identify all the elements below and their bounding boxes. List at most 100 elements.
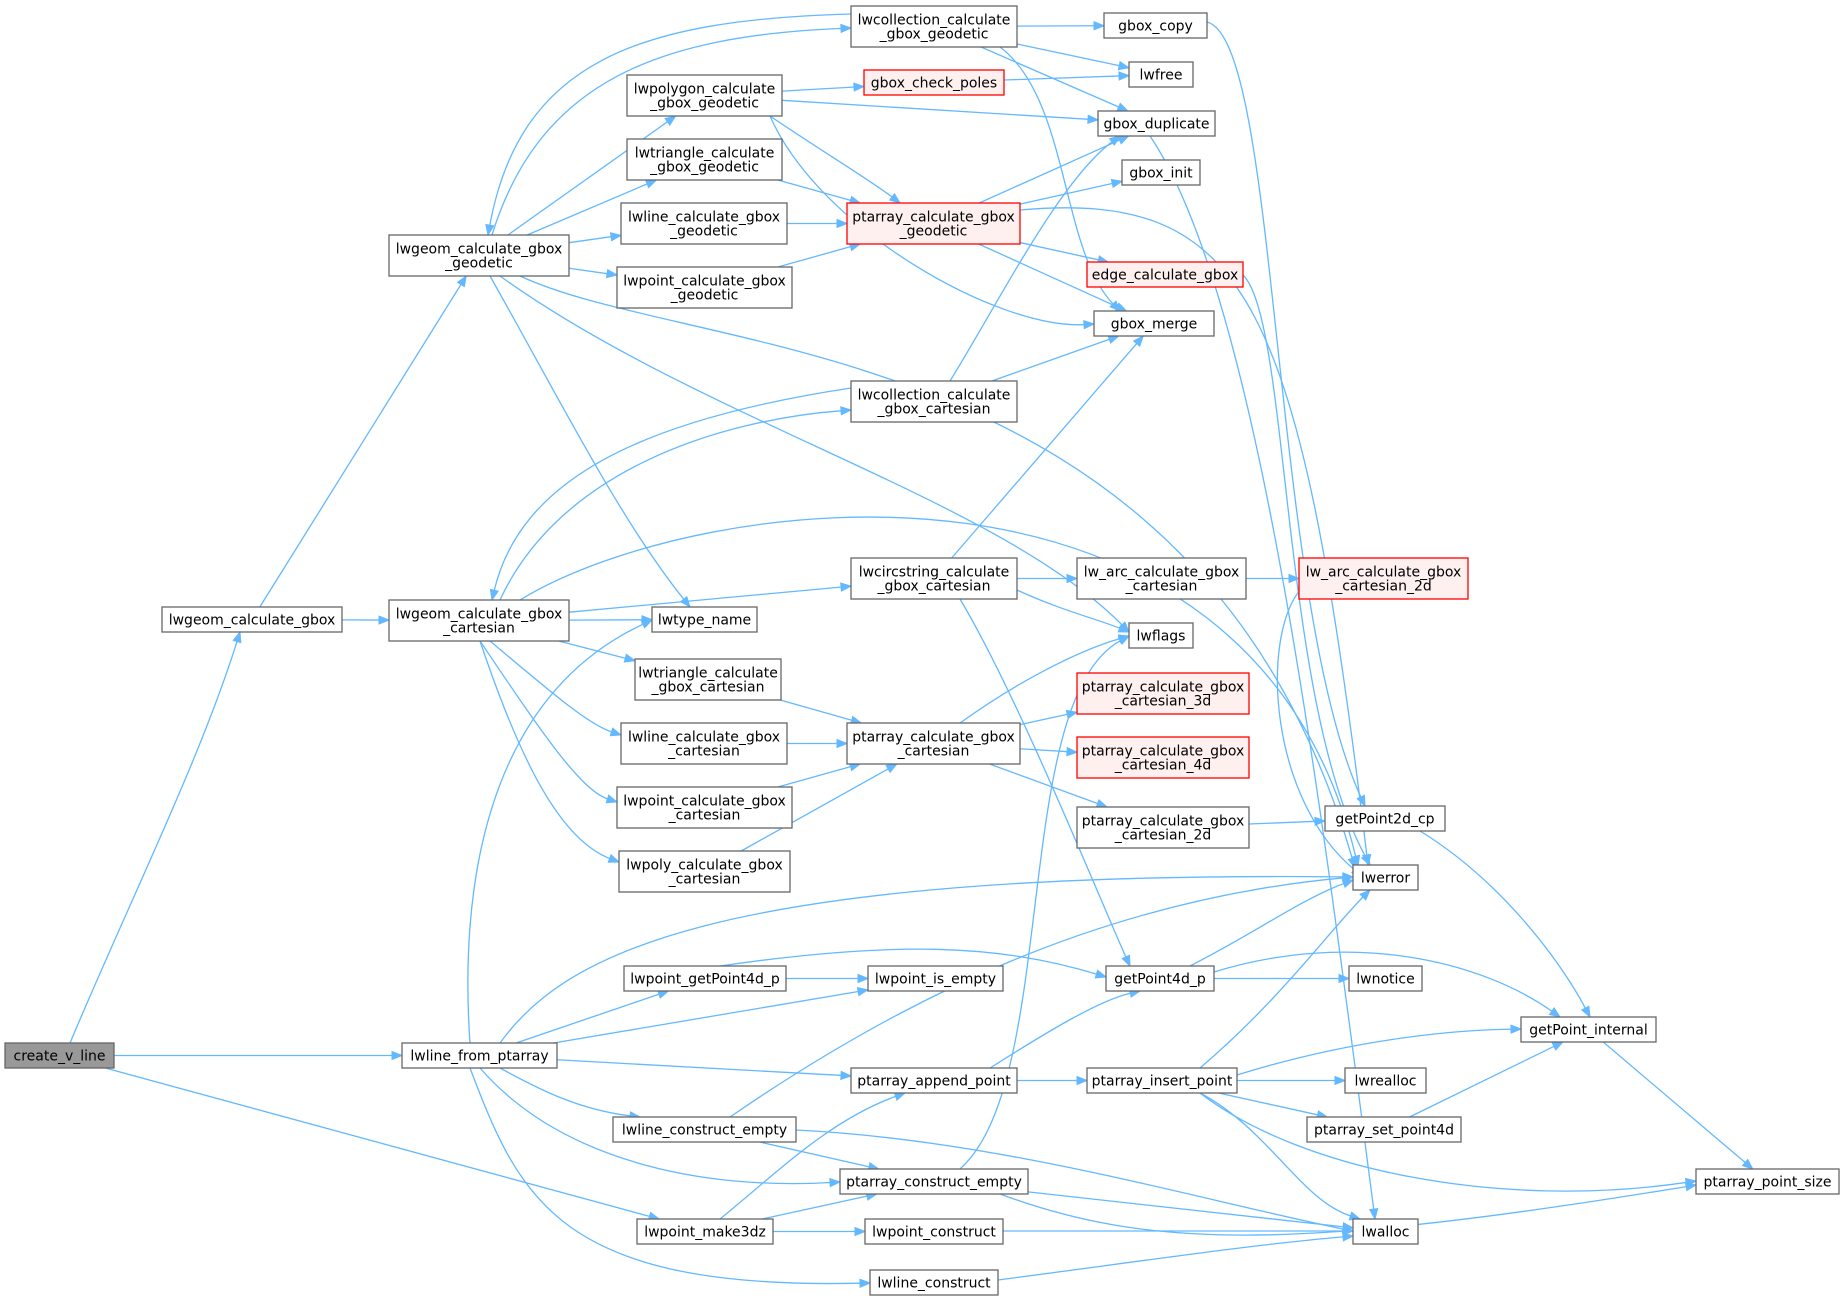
node-box: [161, 606, 343, 633]
node-lw_arc_calculate_gbox_cartesian_2d[interactable]: lw_arc_calculate_gbox_cartesian_2d: [1298, 557, 1469, 600]
node-lwgeom_calculate_gbox[interactable]: lwgeom_calculate_gbox: [161, 606, 343, 633]
node-ptarray_calculate_gbox_geodetic[interactable]: ptarray_calculate_gbox_geodetic: [846, 202, 1021, 245]
node-box: [1121, 159, 1201, 186]
node-lwcollection_calculate_gbox_geodetic[interactable]: lwcollection_calculate_gbox_geodetic: [850, 5, 1018, 48]
node-label: _gbox_cartesian: [877, 402, 991, 418]
node-label: lwpoint_calculate_gbox: [623, 274, 786, 290]
node-box: [634, 658, 782, 701]
node-getPoint4d_p[interactable]: getPoint4d_p: [1105, 965, 1215, 992]
node-box: [388, 599, 570, 642]
node-lwgeom_calculate_gbox_cartesian[interactable]: lwgeom_calculate_gbox_cartesian: [388, 599, 570, 642]
node-ptarray_set_point4d[interactable]: ptarray_set_point4d: [1306, 1116, 1462, 1143]
node-label: ptarray_set_point4d: [1314, 1123, 1454, 1139]
node-ptarray_point_size[interactable]: ptarray_point_size: [1695, 1168, 1840, 1195]
node-box: [1076, 557, 1247, 600]
node-label: lwcircstring_calculate: [859, 565, 1010, 581]
node-gbox_init[interactable]: gbox_init: [1121, 159, 1201, 186]
edge-lwgeom_calculate_gbox-to-lwgeom_calculate_gbox_cartesian: [341, 615, 391, 625]
edge-lwgeom_calculate_gbox_geodetic-to-lwline_calculate_gbox_geodetic: [568, 232, 623, 244]
node-lwline_construct_empty[interactable]: lwline_construct_empty: [612, 1116, 797, 1143]
node-label: _cartesian: [897, 744, 970, 760]
node-lwcollection_calculate_gbox_cartesian[interactable]: lwcollection_calculate_gbox_cartesian: [850, 380, 1018, 423]
node-box: [846, 202, 1021, 245]
node-label: lwpoint_construct: [872, 1225, 996, 1241]
node-ptarray_calculate_gbox_cartesian_3d[interactable]: ptarray_calculate_gbox_cartesian_3d: [1076, 672, 1250, 715]
node-lwpoint_make3dz[interactable]: lwpoint_make3dz: [636, 1218, 774, 1245]
node-ptarray_calculate_gbox_cartesian_4d[interactable]: ptarray_calculate_gbox_cartesian_4d: [1076, 736, 1250, 779]
node-lwtype_name[interactable]: lwtype_name: [651, 606, 758, 633]
node-label: lwpolygon_calculate: [634, 82, 776, 98]
node-lwline_calculate_gbox_geodetic[interactable]: lwline_calculate_gbox_geodetic: [620, 202, 788, 245]
node-lwline_construct[interactable]: lwline_construct: [869, 1269, 999, 1296]
node-label: ptarray_calculate_gbox: [1082, 814, 1245, 830]
node-box: [850, 1067, 1018, 1094]
node-box: [839, 1168, 1029, 1195]
edge-ptarray_insert_point-to-ptarray_set_point4d: [1218, 1092, 1329, 1120]
node-label: _gbox_geodetic: [649, 160, 759, 176]
edge-ptarray_calculate_gbox_geodetic-to-gbox_duplicate: [978, 135, 1130, 204]
node-lwalloc[interactable]: lwalloc: [1352, 1218, 1419, 1245]
node-label: _cartesian_4d: [1114, 758, 1212, 774]
node-getPoint_internal[interactable]: getPoint_internal: [1520, 1016, 1657, 1043]
edge-lwline_from_ptarray-to-lwline_construct: [469, 1067, 872, 1288]
edge-ptarray_append_point-to-ptarray_insert_point: [1017, 1075, 1089, 1086]
edge-create_v_line-to-lwgeom_calculate_gbox: [69, 630, 242, 1044]
node-gbox_copy[interactable]: gbox_copy: [1103, 12, 1208, 39]
node-lwrealloc[interactable]: lwrealloc: [1344, 1067, 1427, 1094]
node-lwpoint_is_empty[interactable]: lwpoint_is_empty: [867, 965, 1004, 992]
node-ptarray_calculate_gbox_cartesian[interactable]: ptarray_calculate_gbox_cartesian: [846, 722, 1021, 765]
node-label: ptarray_construct_empty: [846, 1175, 1022, 1191]
node-box: [867, 965, 1004, 992]
node-label: _gbox_cartesian: [877, 579, 991, 595]
node-lwcircstring_calculate_gbox_cartesian[interactable]: lwcircstring_calculate_gbox_cartesian: [850, 557, 1018, 600]
node-lwline_from_ptarray[interactable]: lwline_from_ptarray: [401, 1042, 558, 1069]
node-box: [850, 5, 1018, 48]
node-label: _geodetic: [444, 256, 513, 272]
node-ptarray_append_point[interactable]: ptarray_append_point: [850, 1067, 1018, 1094]
node-getPoint2d_cp[interactable]: getPoint2d_cp: [1324, 805, 1446, 832]
node-lwfree[interactable]: lwfree: [1128, 61, 1194, 88]
node-ptarray_calculate_gbox_cartesian_2d[interactable]: ptarray_calculate_gbox_cartesian_2d: [1076, 806, 1250, 849]
node-label: _cartesian: [442, 621, 515, 637]
node-gbox_check_poles[interactable]: gbox_check_poles: [863, 69, 1005, 96]
node-box: [850, 557, 1018, 600]
edge-ptarray_construct_empty-to-lwalloc: [1027, 1191, 1355, 1232]
node-lwtriangle_calculate_gbox_geodetic[interactable]: lwtriangle_calculate_gbox_geodetic: [626, 138, 783, 181]
node-box: [1103, 12, 1208, 39]
edge-lwpolygon_calculate_gbox_geodetic-to-gbox_duplicate: [781, 99, 1100, 124]
node-lwflags[interactable]: lwflags: [1128, 622, 1194, 649]
node-lwpoint_calculate_gbox_cartesian[interactable]: lwpoint_calculate_gbox_cartesian: [616, 786, 793, 829]
node-lwnotice[interactable]: lwnotice: [1348, 965, 1423, 992]
node-ptarray_construct_empty[interactable]: ptarray_construct_empty: [839, 1168, 1029, 1195]
node-lwpoint_getPoint4d_p[interactable]: lwpoint_getPoint4d_p: [623, 965, 787, 992]
edge-ptarray_calculate_gbox_cartesian_2d-to-getPoint2d_cp: [1248, 816, 1327, 827]
node-label: getPoint2d_cp: [1335, 812, 1434, 828]
node-lwtriangle_calculate_gbox_cartesian[interactable]: lwtriangle_calculate_gbox_cartesian: [634, 658, 782, 701]
edge-create_v_line-to-lwpoint_make3dz: [105, 1067, 661, 1221]
edge-lwgeom_calculate_gbox_cartesian-to-lwpoint_calculate_gbox_cartesian: [479, 640, 619, 804]
edge-getPoint4d_p-to-getPoint_internal: [1213, 951, 1562, 1018]
edge-lwgeom_calculate_gbox_cartesian-to-lwpoly_calculate_gbox_cartesian: [479, 640, 621, 863]
node-lwpoly_calculate_gbox_cartesian[interactable]: lwpoly_calculate_gbox_cartesian: [618, 850, 791, 893]
node-label: lwgeom_calculate_gbox: [169, 613, 336, 629]
edge-lw_arc_calculate_gbox_cartesian-to-lw_arc_calculate_gbox_cartesian_2d: [1246, 573, 1301, 584]
node-gbox_duplicate[interactable]: gbox_duplicate: [1097, 110, 1216, 137]
node-label: getPoint_internal: [1529, 1023, 1647, 1039]
node-box: [1352, 1218, 1419, 1245]
node-edge_calculate_gbox[interactable]: edge_calculate_gbox: [1086, 261, 1244, 288]
node-lwpoint_calculate_gbox_geodetic[interactable]: lwpoint_calculate_gbox_geodetic: [616, 266, 793, 309]
node-lwline_calculate_gbox_cartesian[interactable]: lwline_calculate_gbox_cartesian: [620, 722, 788, 765]
node-lwgeom_calculate_gbox_geodetic[interactable]: lwgeom_calculate_gbox_geodetic: [388, 234, 570, 277]
node-ptarray_insert_point[interactable]: ptarray_insert_point: [1086, 1067, 1238, 1094]
node-lwpoint_construct[interactable]: lwpoint_construct: [864, 1218, 1004, 1245]
node-lwerror[interactable]: lwerror: [1352, 864, 1419, 891]
node-label: lwpoly_calculate_gbox: [626, 858, 782, 874]
edge-lwpolygon_calculate_gbox_geodetic-to-gbox_merge: [769, 115, 1096, 330]
node-label: lwpoint_calculate_gbox: [623, 794, 786, 810]
edge-lwcollection_calculate_gbox_geodetic-to-gbox_duplicate: [980, 46, 1130, 112]
node-box: [616, 786, 793, 829]
node-gbox_merge[interactable]: gbox_merge: [1093, 310, 1215, 337]
node-lw_arc_calculate_gbox_cartesian[interactable]: lw_arc_calculate_gbox_cartesian: [1076, 557, 1247, 600]
edge-getPoint4d_p-to-lwerror: [1189, 879, 1355, 967]
node-lwpolygon_calculate_gbox_geodetic[interactable]: lwpolygon_calculate_gbox_geodetic: [626, 74, 783, 117]
